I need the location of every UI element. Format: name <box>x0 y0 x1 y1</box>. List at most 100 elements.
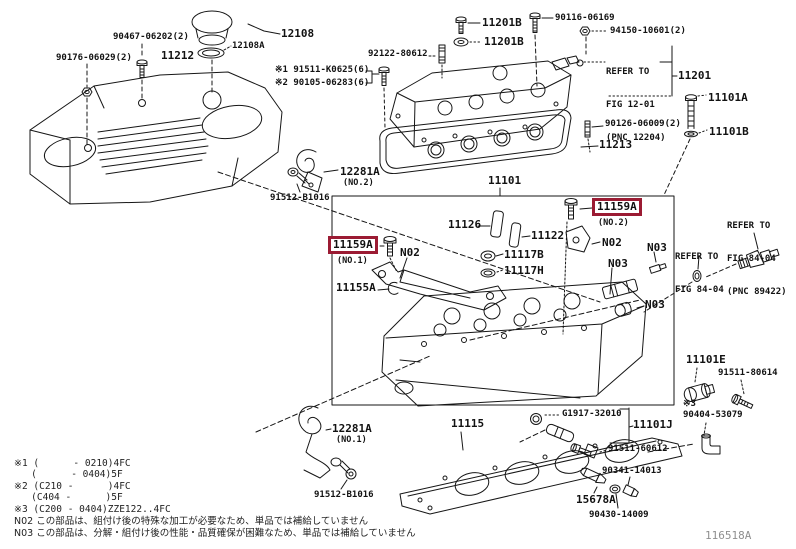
part-sublabel-no2b: (NO.2) <box>598 218 629 228</box>
part-label-90467-06202: 90467-06202(2) <box>113 32 189 42</box>
assembly-group-box <box>331 195 675 406</box>
note-label-n03-b: N03 <box>608 257 628 270</box>
part-label-11101b: 11101B <box>709 125 749 138</box>
part-label-11101e: 11101E <box>686 353 726 366</box>
valve-cover-gasket-drawing <box>379 109 572 174</box>
note-label-n02-right: N02 <box>602 236 622 249</box>
refer-line: FIG 84-04 <box>675 285 724 295</box>
bolt-60612-drawing <box>570 443 608 459</box>
part-label-note2-90105: ※2 90105-06283(6) <box>275 78 370 88</box>
engine-cover-drawing <box>29 71 283 205</box>
part-label-91512-b1016-upper: 91512-B1016 <box>270 193 330 203</box>
part-label-12281a-no1: 12281A <box>332 422 372 435</box>
head-gasket-drawing <box>399 431 683 515</box>
gasket-90430-icon <box>609 484 621 509</box>
part-label-12108: 12108 <box>281 27 315 40</box>
note-bolt-icon <box>365 66 390 129</box>
ocv-11101e-drawing <box>683 367 716 403</box>
refer-line: FIG 12-01 <box>606 100 655 110</box>
highlighted-part-11159a-no1[interactable]: 11159A <box>328 236 378 254</box>
bolt-11159a-right-icon <box>562 198 593 335</box>
dashed-lines <box>217 171 695 453</box>
refer-note-fig84-inner: REFER TO FIG 84-04 <box>675 230 724 307</box>
cam-plug-ring-icon <box>643 255 702 313</box>
part-label-11115: 11115 <box>451 417 485 430</box>
bolt-90116-icon <box>529 12 554 87</box>
part-label-11101a: 11101A <box>708 91 748 104</box>
valve-guide-11122-icon <box>508 222 522 248</box>
part-label-91512-b1016-lower: 91512-B1016 <box>314 490 374 500</box>
part-label-11117h: 11117H <box>504 264 544 277</box>
valve-cover-bracket <box>608 45 678 97</box>
part-label-11213: 11213 <box>599 138 633 151</box>
footnote-mark3: ※3 (C200 - 0404)ZZE122..4FC <box>14 504 171 515</box>
part-label-11126: 11126 <box>448 218 482 231</box>
part-label-11101: 11101 <box>488 174 522 187</box>
valve-guide-11126-icon <box>490 210 504 238</box>
seal-bolt-icon-1 <box>455 16 481 34</box>
hanger-no1-drawing <box>298 405 332 479</box>
part-label-11212: 11212 <box>161 49 195 62</box>
refer-line: REFER TO <box>606 67 650 77</box>
stud-92122-icon <box>428 44 446 79</box>
cylinder-head-drawing <box>381 281 647 407</box>
part-label-11201b-1: 11201B <box>482 16 522 29</box>
note-label-n03-c: N03 <box>645 298 665 311</box>
part-label-90126-06009: 90126-06009(2) <box>605 119 681 129</box>
dowel-g1917-drawing <box>530 413 575 443</box>
diagram-code: 116518A <box>705 529 752 542</box>
part-label-11122: 11122 <box>531 229 565 242</box>
note-label-n02-left: N02 <box>400 246 420 259</box>
part-sublabel-no1: (NO.1) <box>337 256 368 266</box>
footnote-mark2-line1: ※2 (C210 - )4FC <box>14 481 131 492</box>
washer-11117b-icon <box>480 250 504 262</box>
refer-line: REFER TO <box>675 252 719 262</box>
head-subassy-bracket <box>609 407 634 444</box>
part-label-90430-14009: 90430-14009 <box>589 510 649 520</box>
footnote-mark1-line2: ( - 0404)5F <box>14 469 123 480</box>
bolt-11159a-left-icon <box>379 236 398 273</box>
refer-line: (PNC 89422) <box>727 287 787 297</box>
clip-11155a-icon <box>377 281 399 295</box>
part-label-11117b: 11117B <box>504 248 544 261</box>
part-label-11201b-2: 11201B <box>484 35 524 48</box>
part-label-11101j: 11101J <box>633 418 673 431</box>
part-sublabel-no1b: (NO.1) <box>336 435 367 445</box>
plug-90341-icon <box>622 476 639 498</box>
n02-right-bracket-drawing <box>565 225 601 253</box>
hanger-bolt-upper-icon <box>287 167 310 193</box>
n03-sleeve-icon <box>601 267 639 300</box>
footnote-n02: N02 この部品は、組付け後の特殊な加工が必要なため、単品では補給していません <box>14 516 369 527</box>
elbow-90404-drawing <box>701 422 721 455</box>
cap-bolt-icon <box>136 59 148 78</box>
sensor-89422-drawing <box>705 232 780 278</box>
bolt-80614-icon <box>731 379 754 409</box>
n03-pin-icon <box>648 251 667 274</box>
part-label-12281a-no2: 12281A <box>340 165 380 178</box>
valve-cover-drawing <box>389 60 572 148</box>
part-label-91511-80614: 91511-80614 <box>718 368 778 378</box>
note-mark-3: ※3 <box>683 399 696 409</box>
refer-line: REFER TO <box>727 221 771 231</box>
part-sublabel-no2: (NO.2) <box>343 178 374 188</box>
hanger-no2-drawing <box>296 149 339 193</box>
footnote-n03: N03 この部品は、分解・組付け後の性能・品質確保が困難なため、単品では補給して… <box>14 528 416 539</box>
refer-line: FIG 84-04 <box>727 254 776 264</box>
part-label-90341-14013: 90341-14013 <box>602 466 662 476</box>
pcv-valve-drawing <box>551 55 606 71</box>
nut-94150-icon <box>579 26 609 55</box>
part-label-94150-10601: 94150-10601(2) <box>610 26 686 36</box>
stud-90126-icon <box>584 120 604 153</box>
oil-filler-cap-drawing <box>191 10 233 59</box>
n02-left-bracket-drawing <box>371 257 507 311</box>
part-label-91511-60612: 91511-60612 <box>608 444 668 454</box>
part-label-12108a: 12108A <box>232 41 265 51</box>
head-bolt-drawing <box>663 94 708 196</box>
part-label-15678a: 15678A <box>576 493 616 506</box>
footnote-mark1-line1: ※1 ( - 0210)4FC <box>14 458 131 469</box>
highlighted-part-11159a-no2[interactable]: 11159A <box>592 198 642 216</box>
part-label-note1-91511: ※1 91511-K0625(6) <box>275 65 370 75</box>
seal-grommet-icon <box>453 37 483 47</box>
refer-line: (PNC 12204) <box>606 133 666 143</box>
